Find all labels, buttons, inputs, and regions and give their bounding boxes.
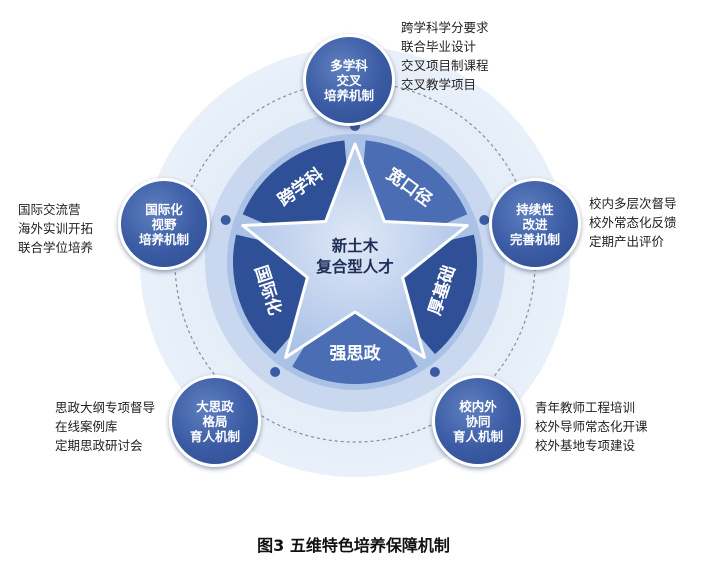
desc-international-vision: 国际交流营 海外实训开拓 联合学位培养 [18, 200, 93, 257]
desc-collaborative-education: 青年教师工程培训 校外导师常态化开课 校外基地专项建设 [535, 398, 648, 455]
node-line: 交叉 [336, 72, 362, 88]
node-line: 国际化 [145, 201, 183, 217]
orbit-dot [479, 215, 490, 225]
node-line: 育人机制 [452, 428, 503, 444]
desc-line: 校外导师常态化开课 [535, 419, 648, 434]
center-star [241, 142, 469, 359]
desc-line: 联合毕业设计 [401, 39, 477, 54]
node-continuous-improvement: 持续性 改进 完善机制 [489, 178, 581, 270]
desc-line: 跨学科学分要求 [401, 20, 489, 35]
desc-line: 交叉教学项目 [401, 77, 477, 92]
node-ideological-education: 大思政 格局 育人机制 [169, 375, 261, 467]
desc-ideological-education: 思政大纲专项督导 在线案例库 定期思政研讨会 [55, 398, 155, 455]
desc-multidiscipline: 跨学科学分要求 联合毕业设计 交叉项目制课程 交叉教学项目 [401, 18, 489, 94]
center-title: 新土木 复合型人才 [300, 236, 410, 278]
orbit-dot [429, 367, 440, 377]
node-international-vision: 国际化 视野 培养机制 [118, 178, 210, 270]
node-line: 大思政 [196, 398, 234, 414]
desc-line: 定期产出评价 [589, 234, 665, 249]
desc-line: 联合学位培养 [18, 240, 94, 255]
node-line: 协同 [465, 413, 491, 429]
desc-line: 青年教师工程培训 [535, 400, 636, 415]
desc-line: 校外基地专项建设 [535, 438, 636, 453]
center-line: 复合型人才 [316, 258, 394, 276]
node-line: 格局 [202, 413, 228, 429]
segment-ideological [292, 262, 418, 385]
node-line: 育人机制 [189, 428, 240, 444]
node-line: 视野 [151, 216, 177, 232]
desc-line: 思政大纲专项督导 [55, 400, 156, 415]
desc-line: 在线案例库 [55, 419, 118, 434]
node-line: 改进 [522, 216, 548, 232]
node-line: 校内外 [459, 398, 497, 414]
node-line: 完善机制 [509, 231, 560, 247]
desc-line: 海外实训开拓 [18, 221, 94, 236]
figure-caption: 图3 五维特色培养保障机制 [257, 536, 450, 555]
node-line: 持续性 [516, 201, 554, 217]
orbit-dot [270, 367, 281, 377]
node-line: 培养机制 [138, 231, 189, 247]
desc-line: 国际交流营 [18, 202, 81, 217]
desc-line: 校内多层次督导 [589, 196, 677, 211]
desc-continuous-improvement: 校内多层次督导 校外常态化反馈 定期产出评价 [589, 194, 677, 251]
orbit-dot [220, 215, 231, 225]
desc-line: 交叉项目制课程 [401, 58, 489, 73]
node-line: 培养机制 [323, 87, 374, 103]
node-line: 多学科 [330, 57, 368, 73]
desc-line: 定期思政研讨会 [55, 438, 143, 453]
desc-line: 校外常态化反馈 [589, 215, 677, 230]
center-line: 新土木 [331, 237, 379, 255]
node-collaborative-education: 校内外 协同 育人机制 [432, 375, 524, 467]
node-multidiscipline: 多学科 交叉 培养机制 [303, 34, 395, 126]
segment-label: 强思政 [330, 343, 382, 364]
